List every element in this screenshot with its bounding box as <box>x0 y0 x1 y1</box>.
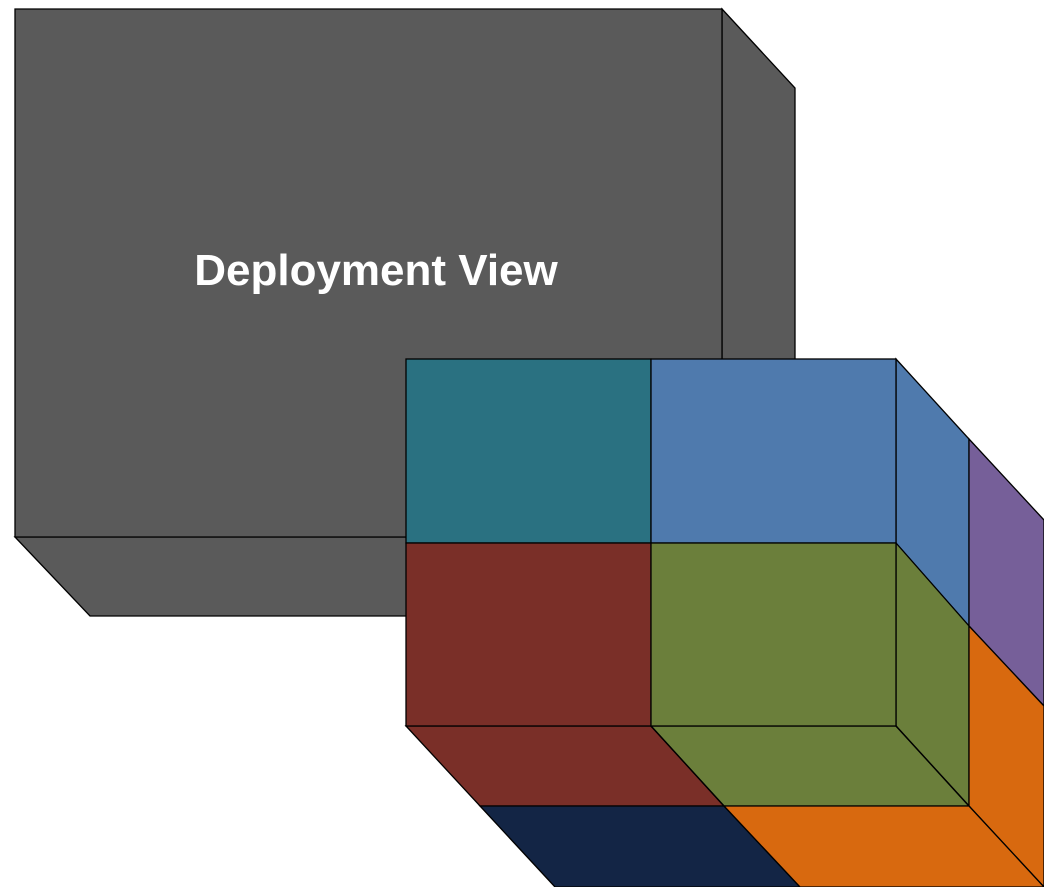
cube-front-blue-face <box>650 358 897 544</box>
cube-edge-corner-inner <box>895 725 970 807</box>
cube-bottom-orange-face <box>722 805 1044 887</box>
cube-right-outer-orange-face <box>968 624 1044 887</box>
cube-right-outer-purple-face <box>968 437 1044 707</box>
cube-front-teal-face <box>405 358 652 544</box>
deployment-view-label: Deployment View <box>194 246 558 295</box>
cube-front-maroon-face <box>405 542 652 727</box>
cube-bottom-navy-face <box>478 805 801 887</box>
view-cube <box>404 357 1044 887</box>
cube-edge-bottom-inner <box>650 725 725 807</box>
cube-front-green-face <box>650 542 897 727</box>
